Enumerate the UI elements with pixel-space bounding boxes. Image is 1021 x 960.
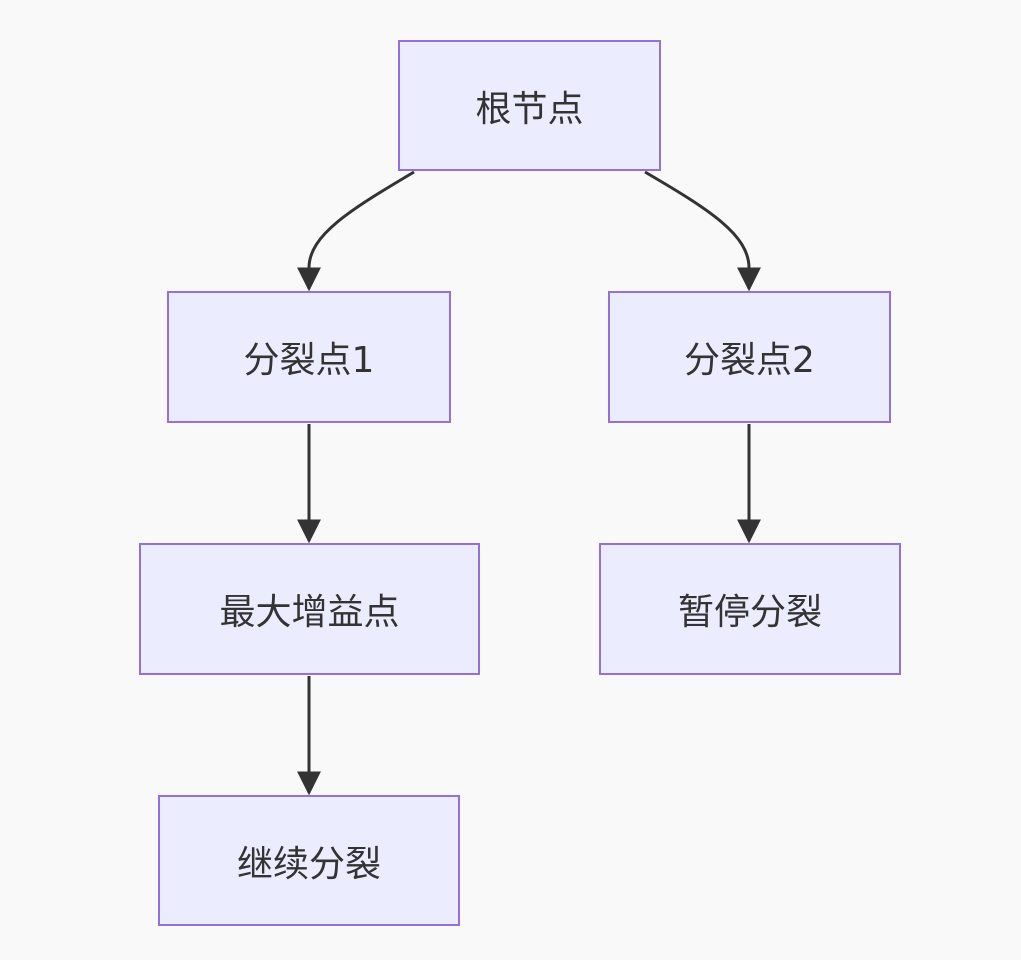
node-continue-split: 继续分裂 — [158, 795, 460, 926]
node-split-point-2: 分裂点2 — [608, 291, 891, 423]
node-root-label: 根节点 — [475, 88, 584, 130]
node-pause-split: 暂停分裂 — [599, 543, 901, 675]
node-pause-split-label: 暂停分裂 — [677, 592, 822, 633]
node-max-gain-point: 最大增益点 — [139, 543, 480, 675]
node-max-gain-point-label: 最大增益点 — [219, 592, 400, 633]
node-continue-split-label: 继续分裂 — [236, 843, 381, 885]
node-split-point-1: 分裂点1 — [167, 291, 451, 423]
node-split-point-1-label: 分裂点1 — [243, 340, 375, 381]
node-root: 根节点 — [398, 40, 661, 171]
edge-root-to-split2 — [644, 170, 761, 292]
edge-root-to-split1 — [297, 170, 415, 292]
node-split-point-2-label: 分裂点2 — [684, 340, 815, 381]
